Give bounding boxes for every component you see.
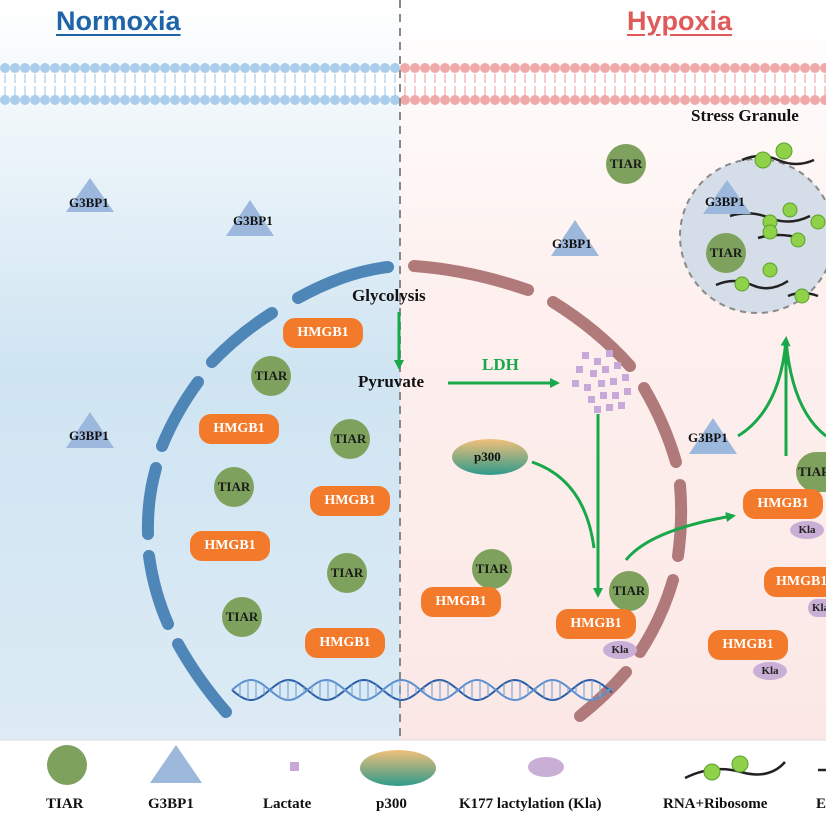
hmgb1-protein: HMGB1 (708, 630, 788, 660)
tiar-molecule: TIAR (706, 233, 746, 273)
tiar-molecule: TIAR (606, 144, 646, 184)
g3bp1-triangles (66, 178, 751, 454)
cell-membrane-normoxia (0, 63, 400, 105)
tiar-molecule: TIAR (327, 553, 367, 593)
g3bp1-triangle-icon (150, 745, 202, 783)
hmgb1-to-cytoplasm-arrow (624, 512, 736, 561)
g3bp1-label: G3BP1 (233, 213, 273, 228)
legend-label-tiar: TIAR (46, 796, 84, 812)
hmgb1-protein: HMGB1 (764, 567, 826, 597)
g3bp1-label: G3BP1 (69, 428, 109, 443)
g3bp1-label: G3BP1 (552, 236, 592, 251)
hmgb1-protein: HMGB1 (421, 587, 501, 617)
tiar-molecule: TIAR (222, 597, 262, 637)
tiar-molecule: TIAR (251, 356, 291, 396)
glycolysis-label: Glycolysis (352, 286, 426, 305)
stress-granule-label: Stress Granule (691, 106, 799, 125)
hmgb1-protein: HMGB1 (190, 531, 270, 561)
pathway-arrows (394, 312, 826, 598)
kla-modification: Kla (790, 521, 824, 539)
rna-ribosome-icon (684, 755, 786, 781)
ribosome-beads (734, 142, 826, 304)
nucleus-envelope-normoxia (141, 261, 394, 718)
tiar-molecule: TIAR (472, 549, 512, 589)
legend-label-rna-ribosome: RNA+Ribosome (663, 796, 768, 812)
kla-ellipse-icon (528, 757, 564, 777)
cell-membrane-hypoxia (400, 63, 826, 105)
granule-recruitment-arrow-right (784, 339, 826, 438)
legend-label-g3bp1: G3BP1 (148, 796, 194, 812)
g3bp1-label: G3BP1 (69, 195, 109, 210)
lactate-cluster (572, 350, 631, 413)
hmgb1-protein: HMGB1 (556, 609, 636, 639)
normoxia-title: Normoxia (56, 6, 181, 36)
p300-to-hmgb1-arrow (531, 460, 596, 549)
kla-modification: Kla (753, 662, 787, 680)
lactate-square-icon (290, 762, 299, 771)
tiar-molecule: TIAR (796, 452, 826, 492)
p300-label: p300 (474, 449, 501, 464)
hmgb1-protein: HMGB1 (743, 489, 823, 519)
kla-modification: Kla (808, 599, 826, 617)
normoxia-background (0, 0, 400, 740)
legend-label-kla: K177 lactylation (Kla) (459, 796, 602, 812)
g3bp1-label: G3BP1 (688, 430, 728, 445)
tiar-molecule: TIAR (609, 571, 649, 611)
p300-ellipse (452, 439, 528, 475)
hmgb1-protein: HMGB1 (305, 628, 385, 658)
tiar-molecule: TIAR (214, 467, 254, 507)
p300-ellipse-icon (360, 750, 436, 786)
granule-recruitment-arrow-left (737, 336, 791, 438)
hypoxia-title: Hypoxia (627, 6, 733, 36)
hmgb1-protein: HMGB1 (310, 486, 390, 516)
ldh-label: LDH (482, 355, 519, 374)
legend-label-lactate: Lactate (263, 796, 312, 812)
tiar-molecule: TIAR (330, 419, 370, 459)
kla-modification: Kla (603, 641, 637, 659)
hmgb1-protein: HMGB1 (283, 318, 363, 348)
tiar-circle-icon (47, 745, 87, 785)
dna-helix (231, 678, 613, 702)
pyruvate-label: Pyruvate (358, 372, 425, 391)
legend-label-partial: E (816, 796, 826, 812)
legend-label-p300: p300 (376, 796, 407, 812)
hmgb1-protein: HMGB1 (199, 414, 279, 444)
g3bp1-label: G3BP1 (705, 194, 745, 209)
